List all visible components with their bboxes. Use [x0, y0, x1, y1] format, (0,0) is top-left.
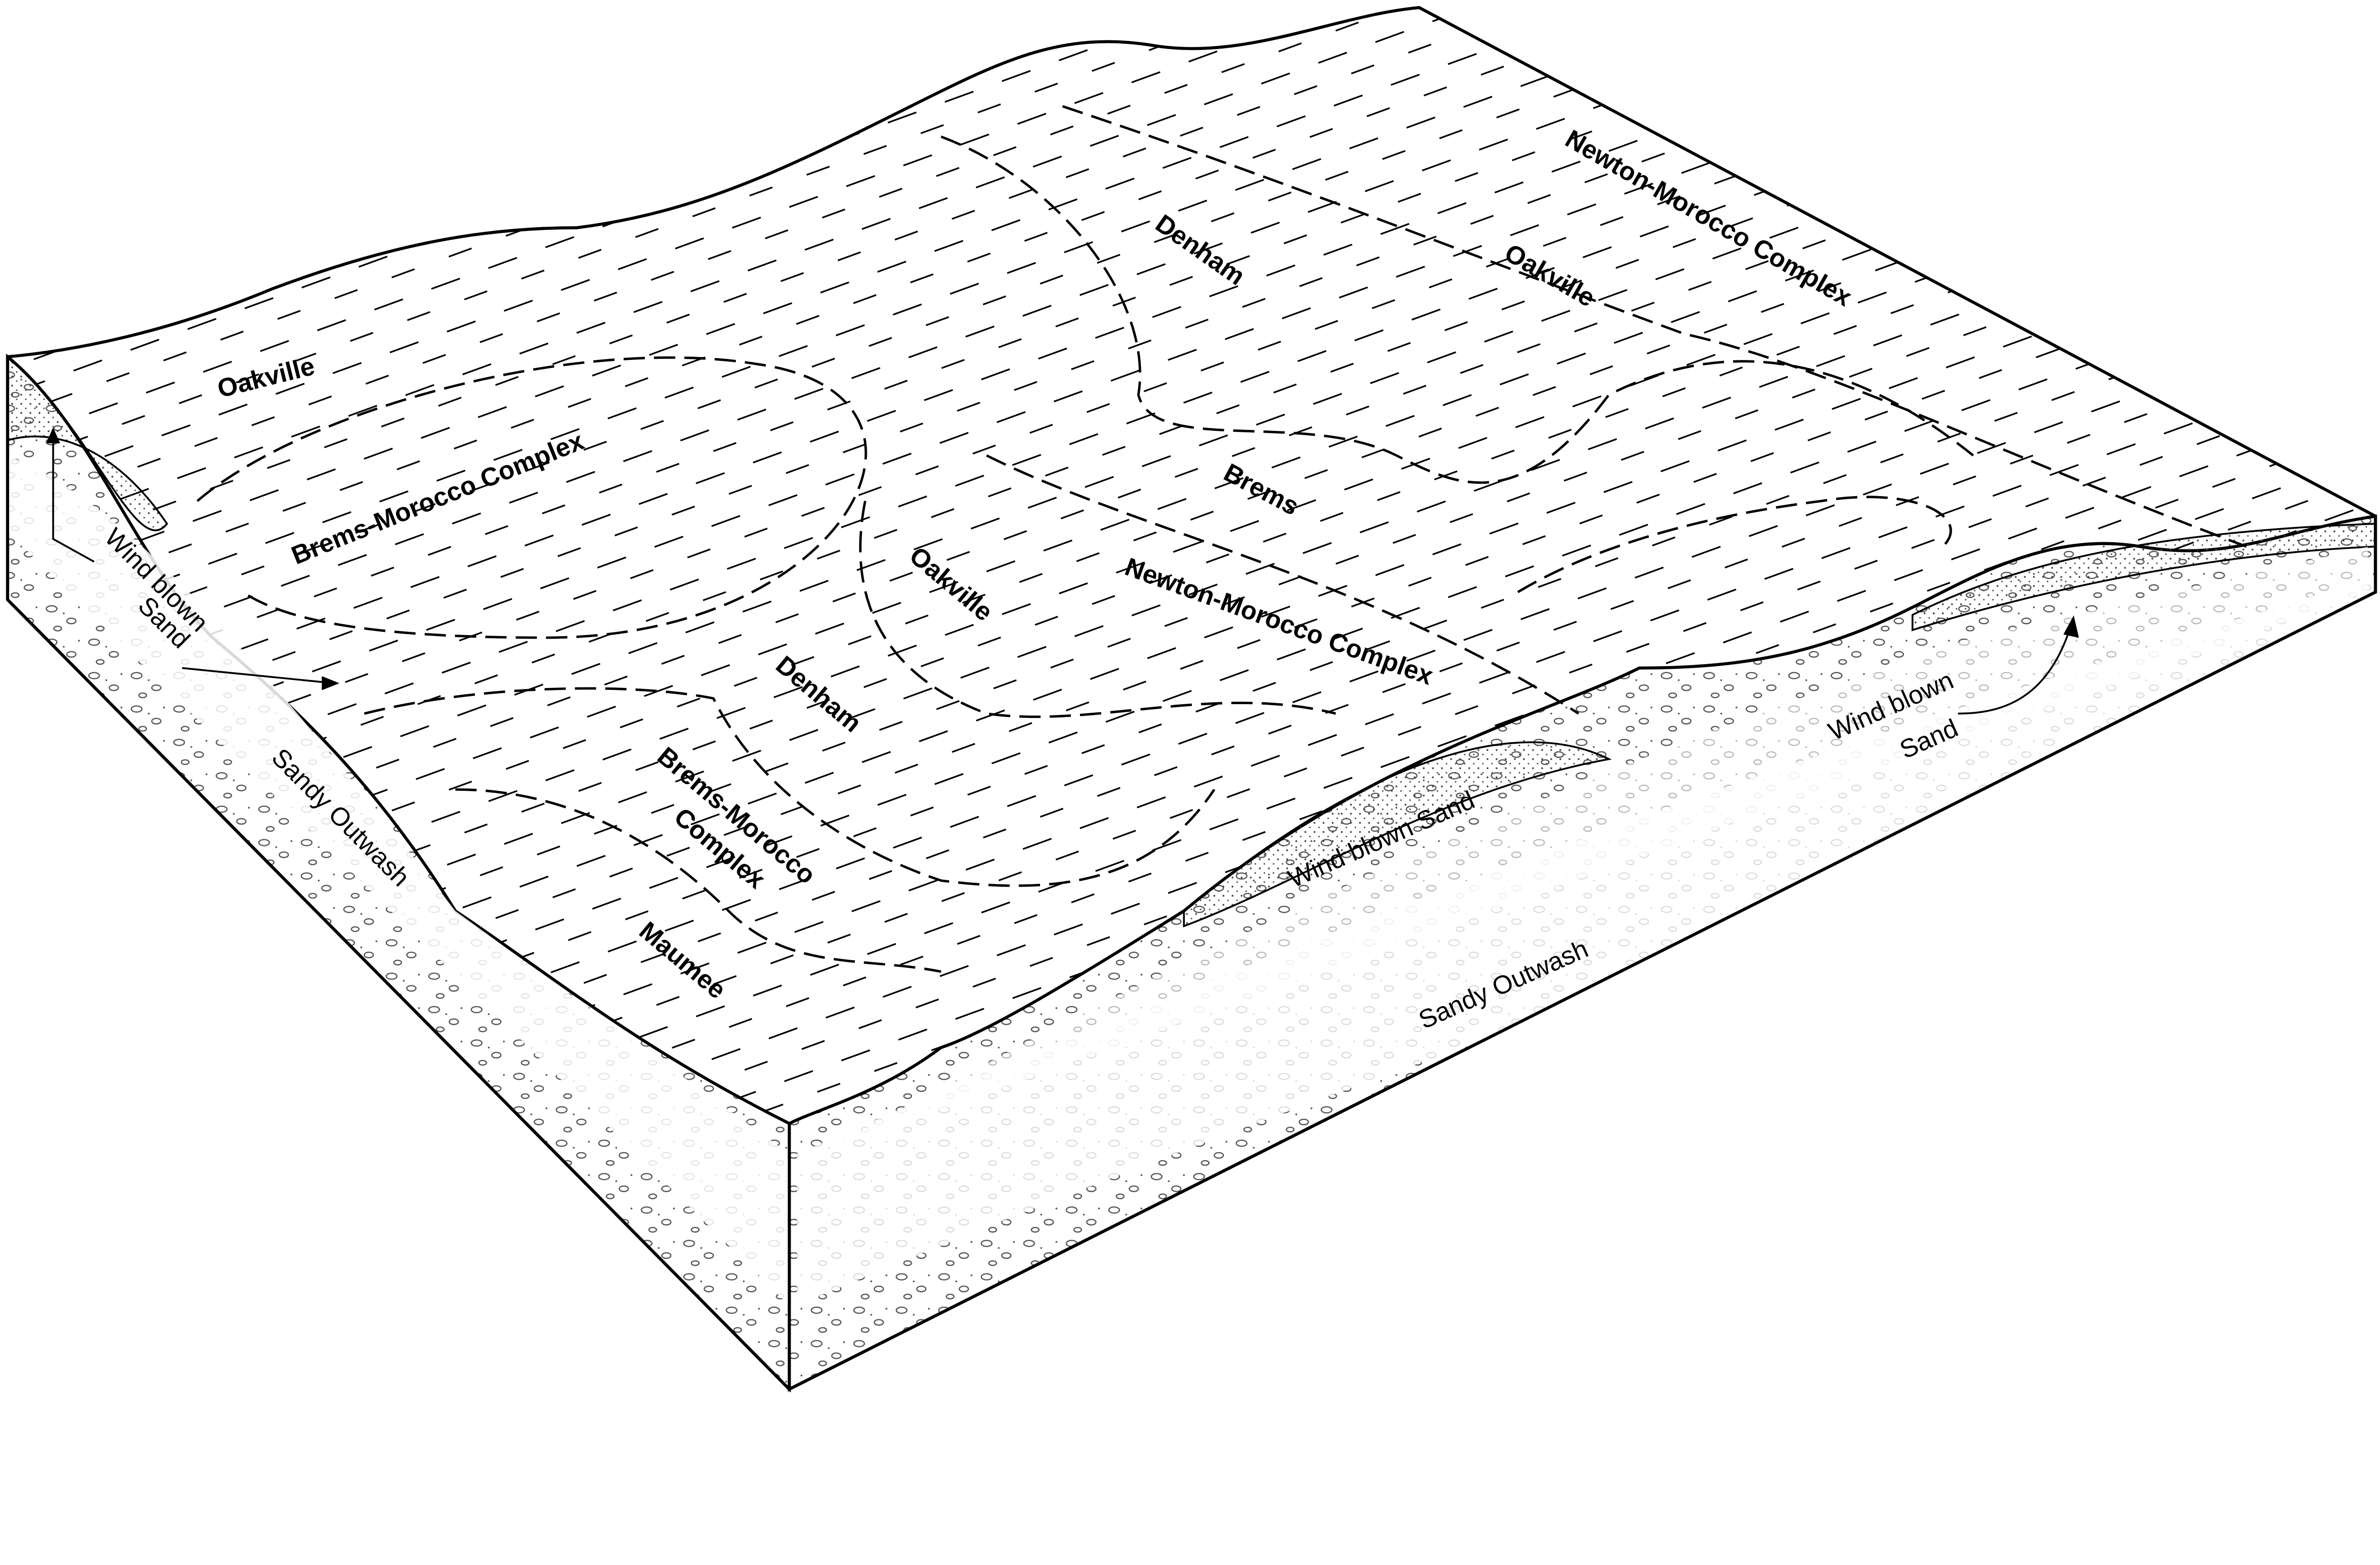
soil-boundary	[859, 500, 1336, 718]
left-face-clear-band	[7, 455, 790, 1306]
terrain-surface	[7, 7, 2376, 1124]
soil-boundary	[364, 687, 1216, 887]
block-edge	[7, 6, 2376, 518]
soil-block-diagram: Oakville Brems-Morocco Complex Denham Oa…	[6, 6, 2377, 1393]
soil-boundary	[1517, 496, 1952, 593]
arrow-icon	[46, 427, 2079, 715]
soil-boundary	[986, 454, 1579, 715]
soil-boundary	[455, 788, 942, 973]
wind-blown-sand-left	[7, 355, 169, 531]
front-face-clear-band	[797, 577, 2376, 1306]
soil-boundary	[1062, 105, 2247, 548]
wind-blown-sand-front	[1183, 741, 1612, 927]
soil-boundary	[941, 135, 1974, 484]
soil-boundary	[196, 356, 867, 639]
